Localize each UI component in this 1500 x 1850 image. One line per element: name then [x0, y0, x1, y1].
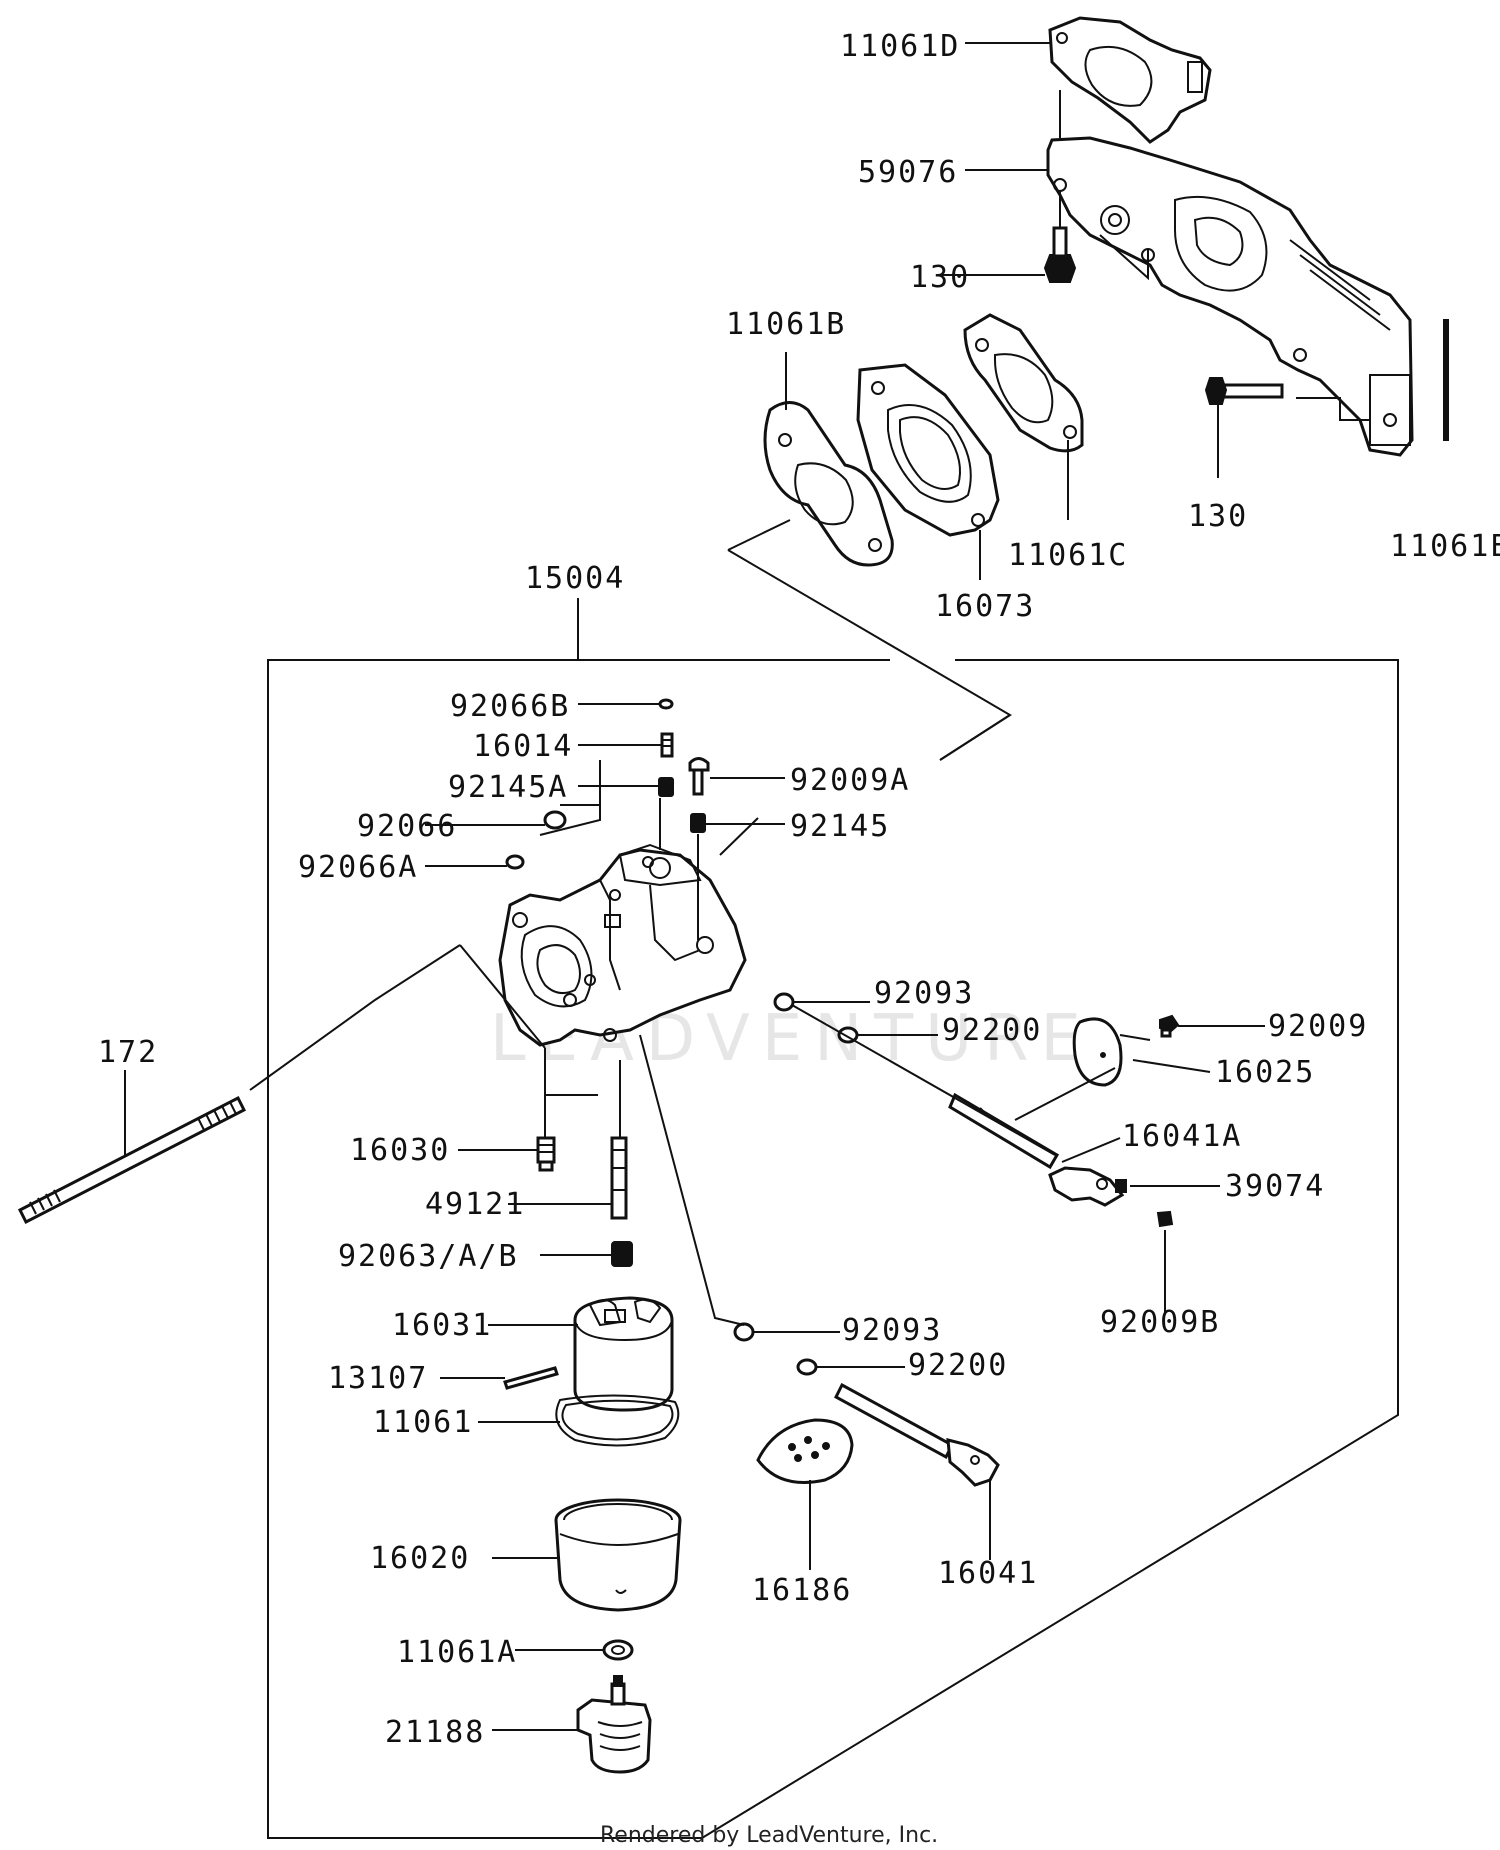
label-92009B: 92009B: [1100, 1305, 1220, 1340]
o-ring-92066: [543, 810, 567, 830]
label-92200-lower: 92200: [908, 1348, 1008, 1383]
screw-92009B: [1156, 1210, 1174, 1228]
stud-172: [17, 1095, 247, 1225]
solenoid-21188: [576, 1675, 652, 1774]
gasket-11061D: [1048, 16, 1212, 144]
label-39074: 39074: [1225, 1169, 1325, 1204]
gasket-11061B: [763, 401, 894, 567]
label-16031: 16031: [392, 1308, 492, 1343]
label-16014: 16014: [473, 729, 573, 764]
label-11061: 11061: [373, 1405, 473, 1440]
spacer-16073: [856, 363, 1000, 537]
pilot-jet-16014: [660, 732, 674, 758]
label-11061D: 11061D: [840, 29, 960, 64]
label-92145: 92145: [790, 809, 890, 844]
label-92093-upper: 92093: [874, 976, 974, 1011]
label-16020: 16020: [370, 1541, 470, 1576]
choke-shaft-16041: [834, 1382, 1000, 1487]
gasket-11061C: [963, 313, 1084, 453]
label-16030: 16030: [350, 1133, 450, 1168]
label-130-lower: 130: [1188, 499, 1248, 534]
label-92009: 92009: [1268, 1009, 1368, 1044]
intake-manifold-59076: [1046, 136, 1414, 457]
label-92063: 92063/A/B: [338, 1239, 519, 1274]
leader-lines: [124, 42, 1265, 1731]
float-16031: [573, 1296, 674, 1412]
washer-92200-lower: [796, 1358, 818, 1376]
screw-92009A: [688, 757, 710, 796]
screw-92063: [611, 1241, 633, 1267]
label-92145A: 92145A: [448, 770, 568, 805]
label-49121: 49121: [425, 1187, 525, 1222]
label-16186: 16186: [752, 1573, 852, 1608]
assembly-boundary: [267, 659, 1399, 1839]
label-16041A: 16041A: [1122, 1119, 1242, 1154]
label-11061B: 11061B: [726, 307, 846, 342]
label-92066: 92066: [357, 809, 457, 844]
seal-92093-lower: [733, 1322, 755, 1342]
label-21188: 21188: [385, 1715, 485, 1750]
gasket-11061: [555, 1394, 680, 1447]
washer-11061A: [602, 1639, 634, 1661]
bolt-130-upper: [1043, 226, 1077, 283]
o-ring-92066A: [505, 854, 525, 870]
label-11061A: 11061A: [397, 1635, 517, 1670]
label-15004: 15004: [525, 561, 625, 596]
label-92093-lower: 92093: [842, 1313, 942, 1348]
label-11061E: 11061E: [1390, 529, 1500, 564]
throttle-lever-39074: [1048, 1166, 1127, 1207]
screw-92009: [1159, 1014, 1180, 1038]
gasket-11061E: [1443, 319, 1449, 441]
label-16073: 16073: [935, 589, 1035, 624]
label-13107: 13107: [328, 1361, 428, 1396]
label-59076: 59076: [858, 155, 958, 190]
label-92066A: 92066A: [298, 850, 418, 885]
nozzle-49121: [610, 1136, 628, 1220]
carburetor-body-15004: [498, 843, 747, 1047]
part-labels: 11061D 59076 130 11061B 130 11061C 11061…: [98, 29, 1500, 1750]
label-16025: 16025: [1215, 1055, 1315, 1090]
footer-credit: Rendered by LeadVenture, Inc.: [600, 1823, 938, 1848]
throttle-shaft-16041A: [948, 1092, 1060, 1170]
label-172: 172: [98, 1035, 158, 1070]
float-bowl-16020: [554, 1498, 682, 1612]
label-92009A: 92009A: [790, 763, 910, 798]
spring-92145A: [658, 777, 674, 797]
choke-plate-16186: [756, 1418, 854, 1484]
throttle-plate-16025: [1072, 1017, 1123, 1087]
o-ring-92066B: [658, 698, 674, 710]
label-16041: 16041: [938, 1556, 1038, 1591]
main-jet-16030: [536, 1136, 556, 1172]
label-11061C: 11061C: [1008, 538, 1128, 573]
label-130-upper: 130: [910, 260, 970, 295]
spring-92145: [690, 813, 706, 833]
pin-13107: [503, 1366, 559, 1390]
label-92200-upper: 92200: [942, 1013, 1042, 1048]
bolt-130-right: [1204, 377, 1284, 405]
label-92066B: 92066B: [450, 689, 570, 724]
seal-92093-upper: [773, 992, 795, 1012]
